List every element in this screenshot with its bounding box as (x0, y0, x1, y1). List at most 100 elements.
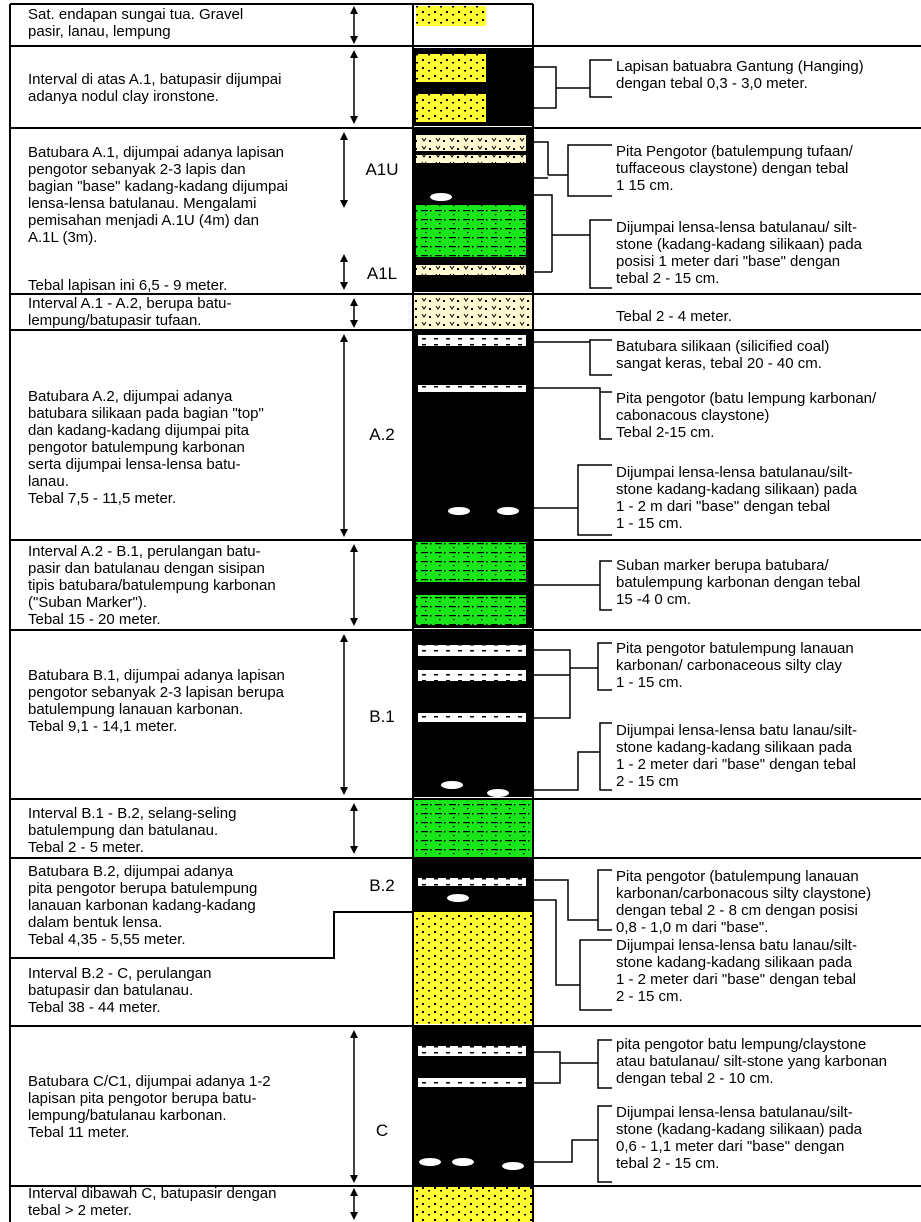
note-suban-marker: Suban marker berupa batubara/ batulempun… (616, 557, 861, 608)
note-b1-parting: Pita pengotor batulempung lanauan karbon… (616, 640, 854, 691)
band-river-sand (416, 6, 486, 26)
layer-coal-a2 (413, 331, 533, 539)
note-tuffaceous-parting: Pita Pengotor (batulempung tufaan/ tuffa… (616, 143, 853, 194)
lens-a1 (430, 193, 452, 201)
band-a2-parting (418, 385, 526, 392)
desc-interval-a1-a2: Interval A.1 - A.2, berupa batu- lempung… (28, 295, 232, 329)
desc-interval-b1-b2: Interval B.1 - B.2, selang-seling batule… (28, 805, 237, 856)
arrow-head-bottom-0 (350, 36, 358, 44)
note-c-parting: pita pengotor batu lempung/claystone ata… (616, 1036, 888, 1087)
note-leader-11 (533, 1039, 612, 1089)
layer-interval-b2-c (413, 912, 533, 1024)
seam-label-b2: B.2 (369, 876, 395, 895)
desc-interval-below-c: Interval dibawah C, batupasir dengan teb… (28, 1185, 277, 1219)
note-silicified-coal: Batubara silikaan (silicified coal) sang… (616, 338, 830, 372)
note-leader-9 (533, 869, 612, 931)
seam-label-b1: B.1 (369, 707, 395, 726)
band-suban-green-top (416, 542, 526, 582)
lens-b1-1 (441, 781, 463, 789)
note-leader-12 (533, 1105, 612, 1183)
band-c-parting-1 (418, 1046, 526, 1056)
band-a2-silicified (418, 335, 526, 346)
band-a1-green-interval (416, 205, 526, 257)
lens-b2 (447, 894, 469, 902)
lens-c-2 (452, 1158, 474, 1166)
arrow-head-bottom-3 (340, 282, 348, 290)
note-leader-6 (533, 560, 612, 611)
arrow-head-top-2 (340, 132, 348, 140)
note-leader-2 (533, 194, 612, 289)
desc-interval-a2-b1: Interval A.2 - B.1, perulangan batu- pas… (28, 543, 276, 628)
arrow-head-bottom-7 (340, 787, 348, 795)
note-leader-5 (533, 464, 612, 536)
note-a2-lenses: Dijumpai lensa-lensa batulanau/silt- sto… (616, 464, 858, 532)
arrow-head-top-1 (350, 50, 358, 58)
band-suban-green-bottom (416, 595, 526, 625)
note-b1-lenses: Dijumpai lensa-lensa batu lanau/silt- st… (616, 722, 857, 790)
note-hanging-coal: Lapisan batuabra Gantung (Hanging) denga… (616, 58, 864, 92)
arrow-head-top-8 (350, 803, 358, 811)
note-leader-7 (533, 642, 612, 719)
band-a1-tuff-parting-2 (416, 155, 526, 163)
arrow-head-top-4 (350, 298, 358, 306)
band-hanging-sand-top (416, 54, 486, 82)
desc-interval-b2-c: Interval B.2 - C, perulangan batupasir d… (28, 965, 212, 1016)
layer-interval-below-c (413, 1187, 533, 1222)
note-a1-lenses: Dijumpai lensa-lensa batulanau/ silt- st… (616, 219, 862, 287)
layer-interval-a1-a2 (413, 294, 533, 330)
lens-a2-2 (497, 507, 519, 515)
arrow-head-bottom-8 (350, 846, 358, 854)
note-leader-0 (533, 59, 612, 109)
layer-interval-b1-b2 (413, 799, 533, 857)
arrow-head-top-5 (340, 334, 348, 342)
seam-label-a1u: A1U (365, 160, 399, 179)
lens-b1-2 (487, 789, 509, 797)
arrow-head-bottom-10 (350, 1212, 358, 1220)
seam-label-a2: A.2 (369, 425, 395, 444)
arrow-head-top-10 (350, 1188, 358, 1196)
note-leader-4 (533, 387, 612, 440)
desc-coal-a1: Batubara A.1, dijumpai adanya lapisan pe… (28, 144, 289, 246)
band-a1l-tuff-parting (416, 265, 526, 275)
seam-label-a1l: A1L (366, 264, 398, 283)
lens-a2-1 (448, 507, 470, 515)
arrow-head-top-0 (350, 6, 358, 14)
seam-label-c: C (375, 1121, 389, 1140)
band-a1-tuff-parting-1 (416, 135, 526, 151)
band-b1-parting-1 (418, 645, 526, 656)
band-c-parting-2 (418, 1078, 526, 1087)
arrow-head-top-7 (340, 634, 348, 642)
arrow-head-top-9 (350, 1030, 358, 1038)
band-b1-parting-3 (418, 713, 526, 722)
arrow-head-top-3 (340, 254, 348, 262)
arrow-head-top-6 (350, 544, 358, 552)
lens-c-1 (419, 1158, 441, 1166)
note-leader-10 (533, 899, 612, 1011)
desc-interval-above-a1: Interval di atas A.1, batupasir dijumpai… (28, 71, 282, 105)
arrow-head-bottom-6 (350, 618, 358, 626)
desc-coal-b2: Batubara B.2, dijumpai adanya pita pengo… (28, 863, 258, 948)
band-b2-parting (418, 878, 526, 886)
desc-coal-b1: Batubara B.1, dijumpai adanya lapisan pe… (28, 667, 285, 735)
desc-coal-c: Batubara C/C1, dijumpai adanya 1-2 lapis… (28, 1073, 271, 1141)
note-b2-lenses: Dijumpai lensa-lensa batu lanau/silt- st… (616, 937, 857, 1005)
arrow-head-bottom-2 (340, 200, 348, 208)
note-leader-8 (533, 722, 612, 791)
desc-coal-a1-thickness: Tebal lapisan ini 6,5 - 9 meter. (28, 277, 228, 294)
note-a1-a2-thickness: Tebal 2 - 4 meter. (616, 308, 732, 325)
desc-coal-a2: Batubara A.2, dijumpai adanya batubara s… (28, 388, 264, 507)
arrow-head-bottom-9 (350, 1175, 358, 1183)
lens-c-3 (502, 1162, 524, 1170)
desc-river-deposit: Sat. endapan sungai tua. Gravel pasir, l… (28, 6, 244, 40)
note-b2-parting: Pita pengotor (batulempung lanauan karbo… (616, 868, 872, 936)
row-divider-b2-c (10, 911, 413, 959)
arrow-head-bottom-5 (340, 529, 348, 537)
note-leader-3 (533, 339, 612, 376)
band-b1-parting-2 (418, 670, 526, 681)
band-hanging-sand-bottom (416, 94, 486, 122)
arrow-head-bottom-1 (350, 116, 358, 124)
note-a2-parting: Pita pengotor (batu lempung karbonan/ ca… (616, 390, 877, 441)
arrow-head-bottom-4 (350, 320, 358, 328)
note-leader-1 (533, 141, 612, 197)
